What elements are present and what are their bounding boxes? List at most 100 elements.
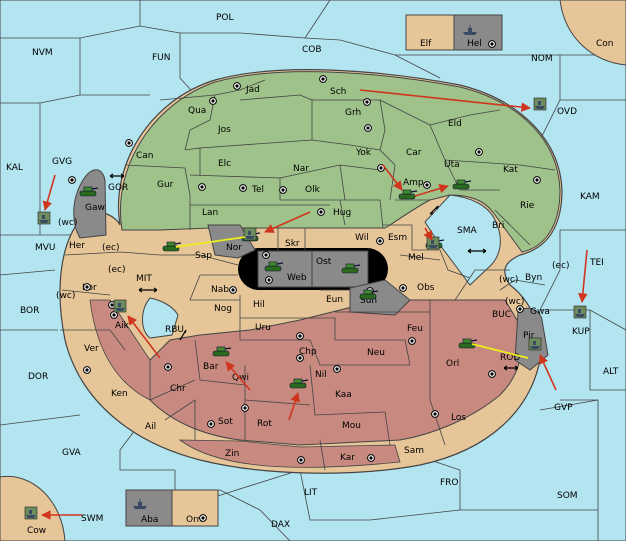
label-nab: Nab	[211, 285, 229, 295]
fleet-ovd	[533, 97, 547, 111]
label-alt: ALT	[603, 367, 619, 377]
label-lit: LIT	[304, 488, 318, 498]
label-mvu: MVU	[35, 243, 56, 253]
coast-wc-mvu: (wc)	[58, 218, 77, 228]
region-gaw[interactable]	[73, 169, 107, 239]
label-nog: Nog	[214, 304, 232, 314]
fleet-kup	[573, 305, 587, 319]
fleet-aik	[113, 299, 127, 313]
label-uta: Uta	[444, 160, 460, 170]
label-bar: Bar	[203, 362, 219, 372]
coast-wc-kor: (wc)	[56, 291, 75, 301]
label-eld: Eld	[448, 119, 462, 129]
label-nar: Nar	[293, 164, 309, 174]
label-olk: Olk	[305, 185, 321, 195]
label-sam: Sam	[404, 446, 424, 456]
label-kam: KAM	[580, 192, 600, 202]
label-jad: Jad	[245, 85, 260, 95]
coast-wc-byn: (wc)	[499, 275, 518, 285]
channel-arrows	[109, 173, 519, 371]
region-orn[interactable]	[171, 489, 219, 527]
label-skr: Skr	[285, 239, 300, 249]
region-elf[interactable]	[405, 14, 455, 51]
label-buc: BUC	[492, 310, 511, 320]
label-nvm: NVM	[32, 48, 53, 58]
label-bor: BOR	[20, 306, 39, 316]
label-yok: Yok	[355, 148, 372, 158]
label-kar: Kar	[340, 453, 355, 463]
coast-ec-kor: (ec)	[108, 265, 126, 275]
green-territory	[120, 71, 561, 253]
label-ken: Ken	[111, 389, 128, 399]
label-zin: Zin	[225, 449, 239, 459]
label-rot: Rot	[257, 419, 272, 429]
label-orl: Orl	[446, 359, 459, 369]
label-pir: Pir	[523, 331, 535, 341]
orders	[41, 89, 588, 520]
support-lines	[175, 236, 529, 359]
label-aik: Aik	[115, 321, 130, 331]
label-rbu: RBU	[165, 325, 184, 335]
label-elf: Elf	[420, 39, 432, 49]
label-ost: Ost	[316, 257, 332, 267]
label-tei: TEI	[589, 258, 604, 268]
label-sun: Sun	[360, 296, 377, 306]
sea-labels: POL NVM FUN COB NOM OVD KAL GVG GOR MVU …	[6, 13, 619, 530]
label-sma: SMA	[457, 226, 477, 236]
label-byn: Byn	[525, 273, 542, 283]
label-mel: Mel	[408, 253, 424, 263]
label-chr: Chr	[170, 384, 186, 394]
label-kaa: Kaa	[335, 390, 352, 400]
label-jos: Jos	[217, 125, 231, 135]
label-bri: Bri	[492, 221, 504, 231]
label-kat: Kat	[503, 165, 518, 175]
label-ver: Ver	[84, 344, 99, 354]
inner-channel	[424, 194, 501, 286]
fleet-mvu	[37, 211, 51, 225]
fleet-mel	[426, 236, 440, 250]
label-gva: GVA	[62, 448, 82, 458]
label-hug: Hug	[333, 208, 351, 218]
label-pol: POL	[216, 13, 234, 23]
label-amp: Amp	[403, 178, 424, 188]
label-nor: Nor	[226, 243, 242, 253]
label-nil: Nil	[315, 370, 327, 380]
label-lan: Lan	[202, 208, 218, 218]
label-grh: Grh	[345, 108, 361, 118]
region-aba[interactable]	[125, 489, 173, 527]
label-eun: Eun	[326, 295, 343, 305]
coast-markers: (wc) (ec) (ec) (wc) (wc) (ec) (wc)	[56, 218, 570, 307]
label-gwa: Gwa	[530, 307, 550, 317]
label-gor: GOR	[108, 183, 128, 193]
label-obs: Obs	[417, 283, 435, 293]
label-som: SOM	[557, 491, 578, 501]
coast-ec-her: (ec)	[102, 243, 120, 253]
label-fun: FUN	[152, 53, 171, 63]
label-gaw: Gaw	[85, 203, 105, 213]
label-qua: Qua	[188, 106, 206, 116]
label-dor: DOR	[28, 372, 48, 382]
label-web: Web	[287, 273, 307, 283]
label-aba: Aba	[141, 515, 158, 525]
label-chp: Chp	[299, 347, 317, 357]
label-her: Her	[69, 241, 85, 251]
red-territory-west	[89, 299, 151, 401]
label-hil: Hil	[253, 300, 265, 310]
label-gur: Gur	[157, 180, 174, 190]
region-nor[interactable]	[207, 224, 256, 259]
label-gvp: GVP	[554, 403, 573, 413]
label-fro: FRO	[440, 478, 459, 488]
label-sot: Sot	[218, 417, 233, 427]
label-feu: Feu	[407, 324, 423, 334]
label-kup: KUP	[572, 327, 590, 337]
label-los: Los	[451, 413, 466, 423]
label-dax: DAX	[271, 520, 290, 530]
label-orn: Orn	[186, 515, 202, 525]
label-ail: Ail	[145, 422, 156, 432]
label-nom: NOM	[531, 54, 553, 64]
fleet-cow	[24, 506, 38, 520]
label-sap: Sap	[195, 251, 212, 261]
label-cob: COB	[302, 45, 322, 55]
